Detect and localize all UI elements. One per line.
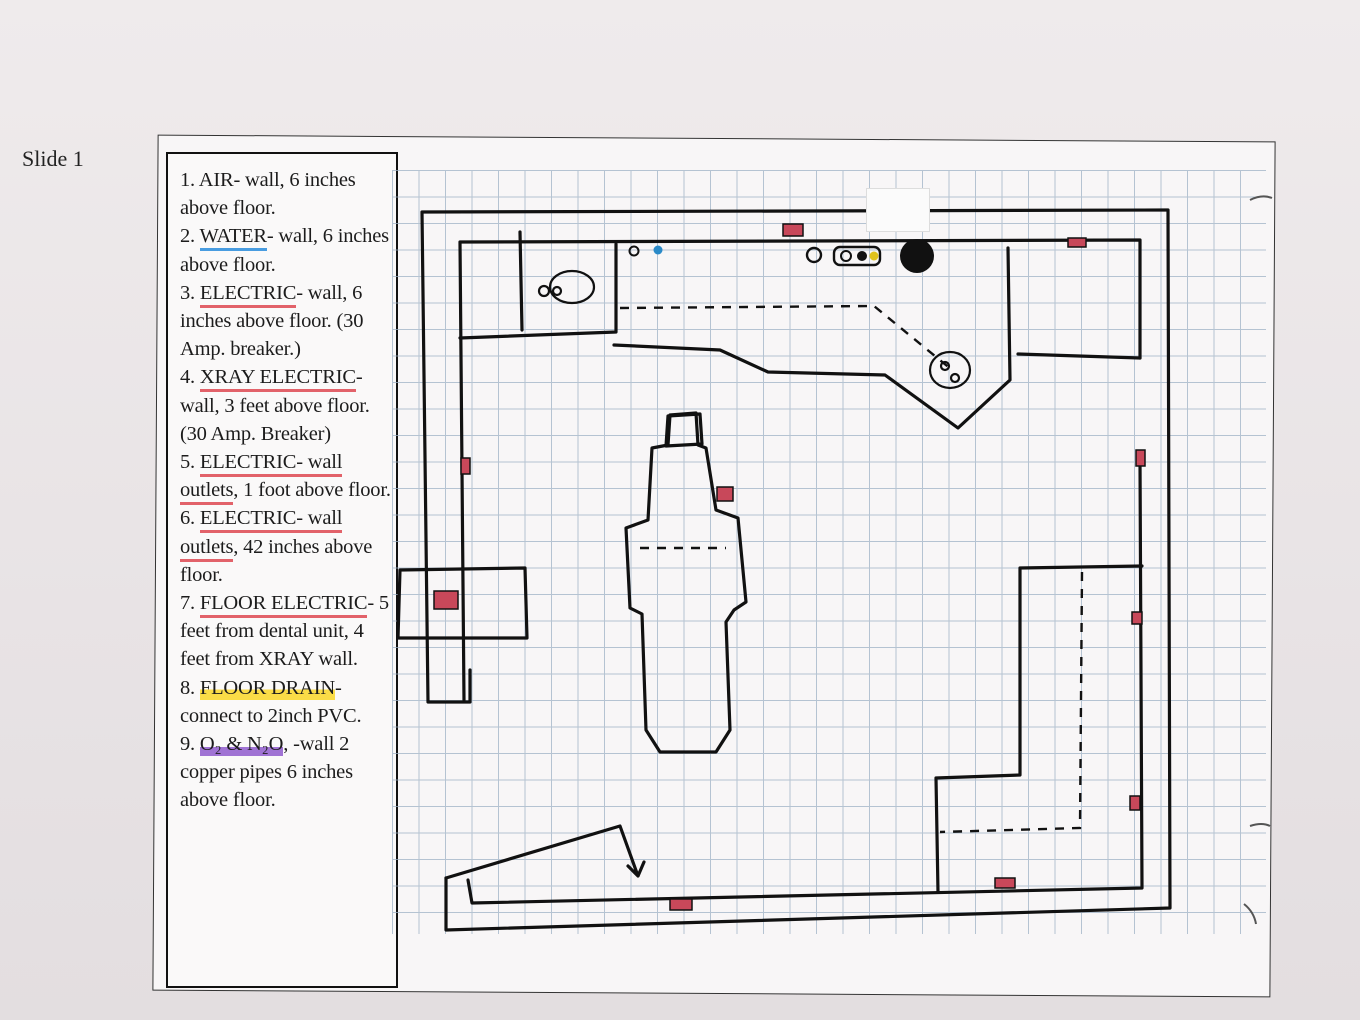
xray-wall-box xyxy=(396,566,529,640)
door-swing xyxy=(444,824,646,880)
outlet-xray xyxy=(433,590,459,610)
legend-item-key: WATER xyxy=(199,225,267,252)
tape-patch xyxy=(866,188,930,232)
legend-item-9: 9. O₂ & N₂O, -wall 2 copper pipes 6 inch… xyxy=(180,730,394,815)
legend-item-5: 5. ELECTRIC- wall outlets, 1 foot above … xyxy=(180,448,394,506)
legend-item-description: , -wall 2 copper pipes 6 inches above fl… xyxy=(180,733,353,812)
legend-item-description: - wall, 6 inches above floor. xyxy=(180,169,356,220)
outlet-bottom-right xyxy=(994,877,1016,889)
legend-item-number: 7. xyxy=(180,592,200,615)
outlet-floor xyxy=(716,486,734,502)
outlet-top-wall xyxy=(782,223,804,237)
legend-item-number: 8. xyxy=(180,676,200,699)
legend-item-key: ELECTRIC- wall outlets xyxy=(180,507,342,562)
legend-item-4: 4. XRAY ELECTRIC- wall, 3 feet above flo… xyxy=(180,363,394,448)
legend-item-description: - wall, 3 feet above floor. (30 Amp. Bre… xyxy=(180,366,370,445)
legend-item-key: O₂ & N₂O xyxy=(199,733,284,757)
inner-wall xyxy=(458,238,1144,905)
legend-item-number: 9. xyxy=(180,733,200,756)
legend-box xyxy=(166,152,398,988)
legend-item-key: AIR xyxy=(198,169,234,191)
legend-item-key: FLOOR ELECTRIC xyxy=(199,592,368,619)
air-outlet-marker xyxy=(805,246,823,264)
air-marker xyxy=(628,245,640,257)
outlet-right-wall-3 xyxy=(1129,795,1141,811)
legend-item-8: 8. FLOOR DRAIN-connect to 2inch PVC. xyxy=(180,674,394,730)
legend-item-description: - 5 feet from dental unit, 4 feet from X… xyxy=(180,592,389,671)
legend-item-number: 5. xyxy=(180,451,200,474)
legend-item-description: , 1 foot above floor. xyxy=(233,479,391,502)
outlet-top-right xyxy=(1067,237,1087,248)
legend-item-key: FLOOR DRAIN xyxy=(199,676,335,700)
sink-left xyxy=(548,269,596,305)
gas-pipes-marker xyxy=(832,245,882,267)
legend-item-key: XRAY ELECTRIC xyxy=(199,366,356,393)
legend-item-number: 6. xyxy=(180,507,200,530)
floor-drain-marker xyxy=(900,239,934,273)
outer-wall xyxy=(420,208,1172,932)
legend-item-number: 4. xyxy=(180,366,200,389)
dental-chair xyxy=(624,411,748,754)
counter-top xyxy=(612,246,1012,430)
legend-item-description: -connect to 2inch PVC. xyxy=(180,676,362,727)
legend-item-description: , 42 inches above floor. xyxy=(180,535,373,586)
gas-o2-marker xyxy=(857,251,867,261)
graph-paper-grid xyxy=(392,170,1266,934)
legend-item-description: - wall, 6 inches above floor. (30 Amp. b… xyxy=(180,281,364,361)
legend-item-description: - wall, 6 inches above floor. xyxy=(180,225,389,276)
slide-label: Slide 1 xyxy=(22,146,84,171)
legend-item-2: 2. WATER- wall, 6 inches above floor. xyxy=(180,222,394,278)
cabinet-divider xyxy=(458,230,618,340)
legend-item-6: 6. ELECTRIC- wall outlets, 42 inches abo… xyxy=(180,504,394,589)
legend-item-number: 3. xyxy=(180,281,200,304)
chair-headrest xyxy=(664,412,704,448)
water-marker xyxy=(653,245,663,255)
legend-item-key: ELECTRIC- wall outlets xyxy=(180,451,342,506)
sink-right xyxy=(928,350,972,390)
legend-item-3: 3. ELECTRIC- wall, 6 inches above floor.… xyxy=(180,279,394,364)
legend-list: 1. AIR- wall, 6 inches above floor.2. WA… xyxy=(180,166,394,815)
right-counter xyxy=(934,564,1144,894)
legend-item-key: ELECTRIC xyxy=(199,281,296,308)
counter-dashed-line xyxy=(619,304,953,371)
legend-item-number: 2. xyxy=(180,225,200,248)
gas-n2o-marker xyxy=(869,251,879,261)
right-counter-dashed-line xyxy=(939,571,1084,834)
outlet-left-wall xyxy=(460,457,471,475)
legend-item-7: 7. FLOOR ELECTRIC- 5 feet from dental un… xyxy=(180,589,394,674)
legend-item-number: 1. xyxy=(180,169,199,191)
legend-item-1: 1. AIR- wall, 6 inches above floor. xyxy=(180,166,394,222)
outlet-right-wall-1 xyxy=(1135,449,1146,467)
outlet-right-wall-2 xyxy=(1131,611,1143,625)
outlet-bottom-wall xyxy=(669,898,693,911)
counter-right xyxy=(1016,352,1142,360)
utility-markers xyxy=(628,239,934,273)
